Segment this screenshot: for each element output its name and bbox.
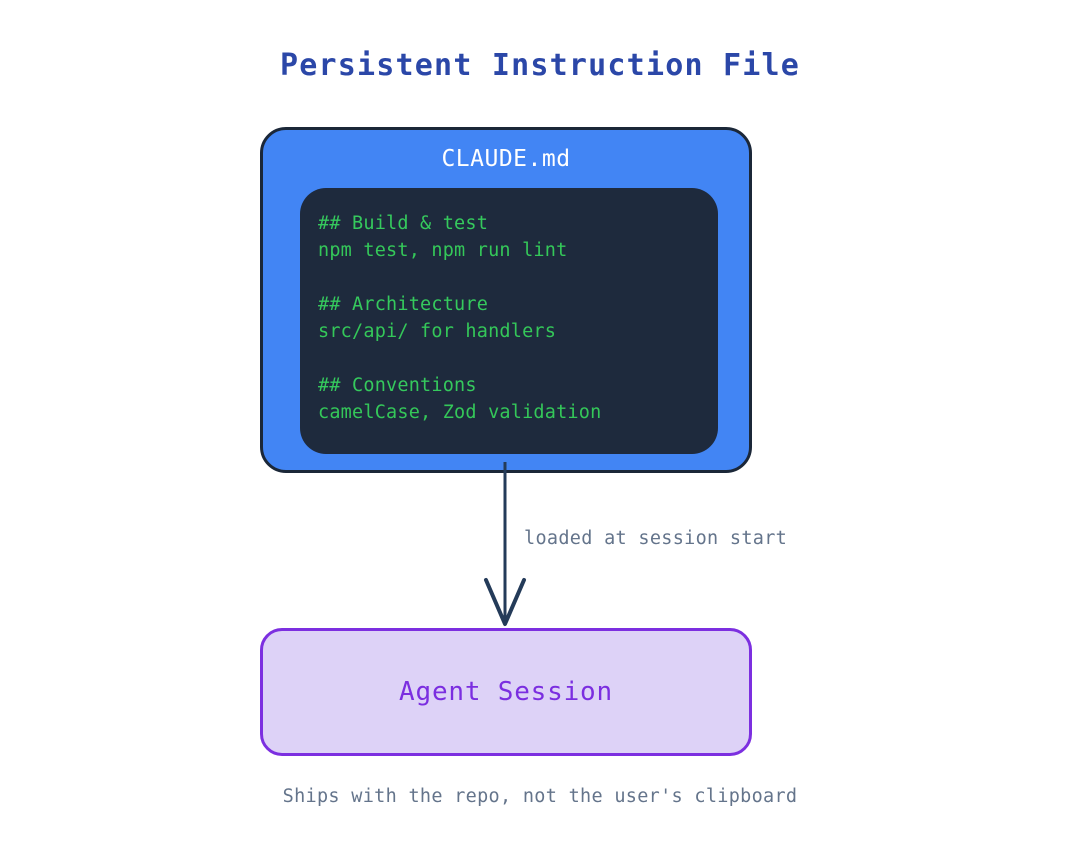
- code-line: camelCase, Zod validation: [318, 402, 602, 423]
- code-line: src/api/ for handlers: [318, 321, 557, 342]
- footer-caption: Ships with the repo, not the user's clip…: [282, 786, 798, 807]
- code-line: npm test, npm run lint: [318, 240, 568, 261]
- flow-arrow-icon: [484, 462, 526, 626]
- edge-label-loaded-at-session-start: loaded at session start: [524, 528, 788, 549]
- code-line: ## Conventions: [318, 375, 477, 396]
- code-line-blank: [318, 345, 694, 372]
- agent-session-label: Agent Session: [399, 677, 613, 707]
- agent-session-box: Agent Session: [260, 628, 752, 756]
- claude-md-filename: CLAUDE.md: [441, 146, 571, 172]
- instruction-code-block: ## Build & test npm test, npm run lint #…: [300, 188, 718, 454]
- page-title: Persistent Instruction File: [279, 48, 801, 83]
- claude-md-card: CLAUDE.md ## Build & test npm test, npm …: [260, 127, 752, 473]
- code-line: ## Architecture: [318, 294, 489, 315]
- code-line-blank: [318, 264, 694, 291]
- code-line: ## Build & test: [318, 213, 489, 234]
